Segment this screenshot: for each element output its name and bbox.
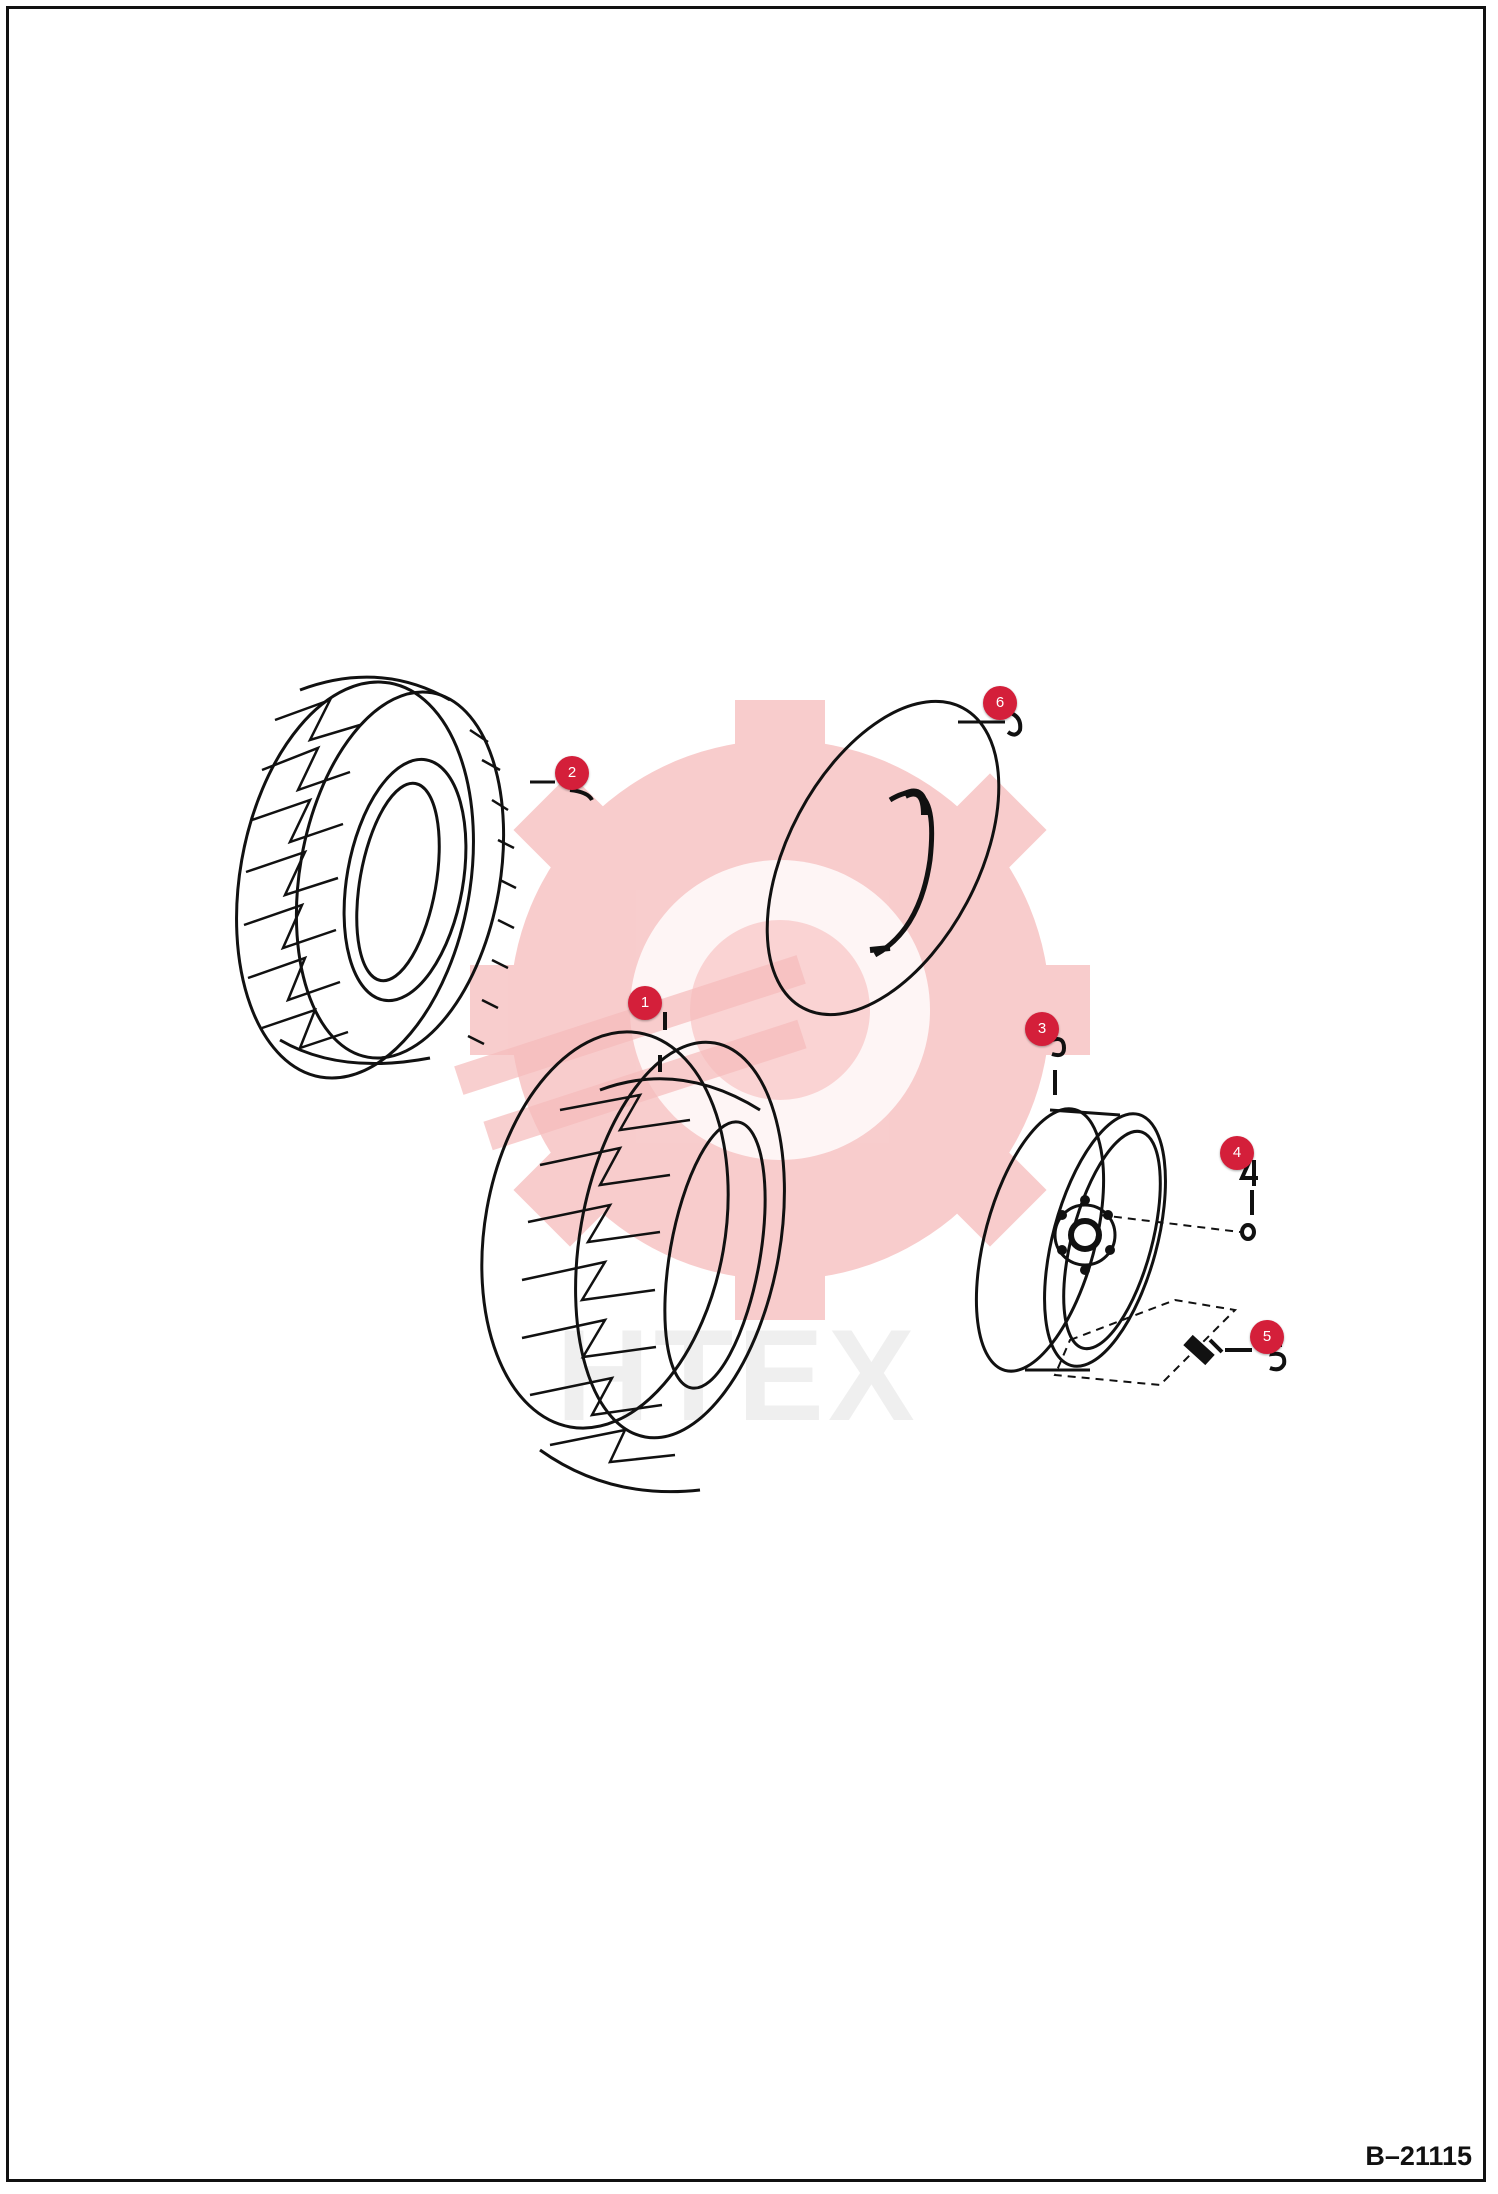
callout-6[interactable]: 6 [983,686,1017,720]
callout-4[interactable]: 4 [1220,1136,1254,1170]
callout-3[interactable]: 3 [1025,1012,1059,1046]
drawing-number: B–21115 [1365,2141,1472,2171]
valve-stem [1183,1334,1224,1366]
wheel-rim [974,1107,1167,1373]
callout-1[interactable]: 1 [628,986,662,1020]
callout-5[interactable]: 5 [1250,1320,1284,1354]
tire-upper-left [235,675,517,1080]
inner-tube [765,699,1001,1017]
callout-2[interactable]: 2 [555,756,589,790]
wheel-nut [1240,1223,1256,1241]
drawing-frame [6,6,1486,2182]
tire-center [480,1030,786,1494]
